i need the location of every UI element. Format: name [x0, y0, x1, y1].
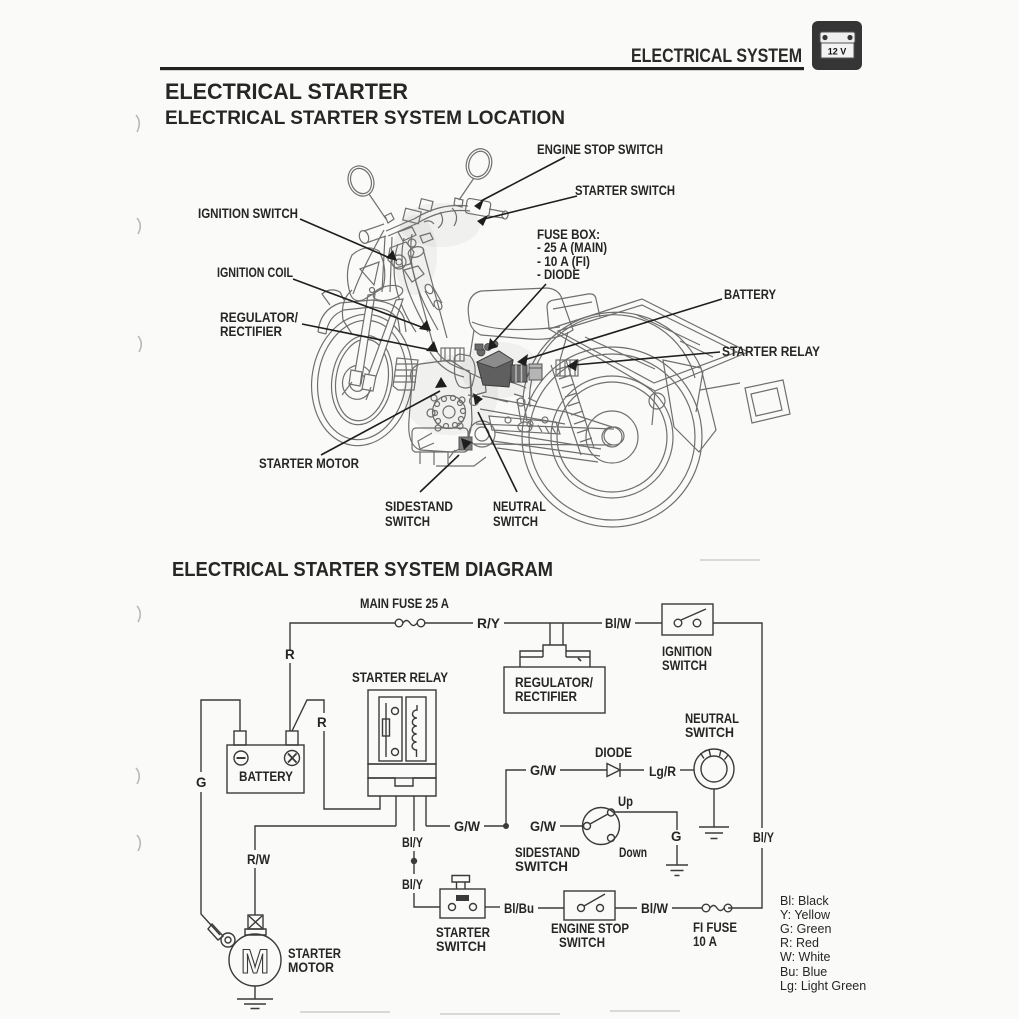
svg-text:SWITCH: SWITCH [662, 658, 707, 673]
svg-text:R: R [285, 647, 295, 662]
svg-text:BATTERY: BATTERY [239, 769, 293, 784]
svg-text:Bu: Blue: Bu: Blue [780, 965, 827, 979]
svg-text:SWITCH: SWITCH [685, 725, 734, 740]
svg-text:IGNITION SWITCH: IGNITION SWITCH [198, 206, 298, 221]
svg-text:- 10 A (FI): - 10 A (FI) [537, 254, 590, 269]
svg-text:Bl/W: Bl/W [605, 616, 631, 631]
svg-text:ELECTRICAL STARTER: ELECTRICAL STARTER [165, 79, 408, 104]
svg-text:RECTIFIER: RECTIFIER [515, 689, 577, 704]
svg-text:NEUTRAL: NEUTRAL [685, 711, 739, 726]
svg-text:SIDESTAND: SIDESTAND [515, 845, 580, 860]
svg-text:- 25 A (MAIN): - 25 A (MAIN) [537, 240, 607, 255]
svg-text:Bl/W: Bl/W [641, 901, 668, 916]
svg-text:STARTER: STARTER [436, 925, 490, 940]
svg-text:Bl/Bu: Bl/Bu [504, 901, 534, 916]
svg-text:G: G [671, 829, 681, 844]
svg-text:G/W: G/W [454, 819, 480, 834]
svg-text:RECTIFIER: RECTIFIER [220, 324, 282, 339]
svg-text:G/W: G/W [530, 819, 556, 834]
svg-text:FI FUSE: FI FUSE [693, 920, 737, 935]
svg-text:SWITCH: SWITCH [493, 514, 538, 529]
svg-text:NEUTRAL: NEUTRAL [493, 499, 546, 514]
svg-text:IGNITION COIL: IGNITION COIL [217, 265, 293, 280]
svg-text:ENGINE STOP SWITCH: ENGINE STOP SWITCH [537, 142, 663, 157]
svg-text:MOTOR: MOTOR [288, 960, 334, 975]
svg-text:Down: Down [619, 845, 647, 860]
svg-text:10 A: 10 A [693, 934, 717, 949]
svg-text:STARTER RELAY: STARTER RELAY [722, 344, 820, 359]
svg-text:BATTERY: BATTERY [724, 287, 776, 302]
svg-text:REGULATOR/: REGULATOR/ [515, 675, 593, 690]
svg-text:Y: Yellow: Y: Yellow [780, 908, 831, 922]
svg-text:Bl/Y: Bl/Y [402, 877, 423, 892]
svg-text:Bl/Y: Bl/Y [753, 830, 774, 845]
svg-text:FUSE BOX:: FUSE BOX: [537, 227, 600, 242]
svg-text:Bl: Black: Bl: Black [780, 894, 829, 908]
svg-text:SWITCH: SWITCH [559, 935, 605, 950]
svg-text:MAIN FUSE 25 A: MAIN FUSE 25 A [360, 596, 449, 611]
svg-text:STARTER SWITCH: STARTER SWITCH [575, 183, 675, 198]
svg-text:R: R [317, 715, 327, 730]
svg-text:SIDESTAND: SIDESTAND [385, 499, 453, 514]
svg-text:SWITCH: SWITCH [515, 859, 568, 874]
svg-text:R/Y: R/Y [477, 616, 500, 631]
svg-text:12 V: 12 V [828, 47, 847, 57]
svg-text:- DIODE: - DIODE [537, 267, 580, 282]
svg-text:W: White: W: White [780, 950, 831, 964]
svg-text:G: Green: G: Green [780, 922, 831, 936]
svg-text:Up: Up [618, 794, 633, 809]
svg-text:ELECTRICAL SYSTEM: ELECTRICAL SYSTEM [631, 46, 802, 67]
svg-text:ELECTRICAL STARTER SYSTEM DIAG: ELECTRICAL STARTER SYSTEM DIAGRAM [172, 558, 553, 581]
svg-text:DIODE: DIODE [595, 745, 632, 760]
svg-text:STARTER MOTOR: STARTER MOTOR [259, 456, 359, 471]
svg-text:Lg: Light Green: Lg: Light Green [780, 979, 866, 993]
svg-text:SWITCH: SWITCH [385, 514, 430, 529]
svg-text:R/W: R/W [247, 852, 270, 867]
svg-text:SWITCH: SWITCH [436, 939, 486, 954]
svg-text:G/W: G/W [530, 763, 556, 778]
svg-text:STARTER RELAY: STARTER RELAY [352, 670, 448, 685]
svg-text:ENGINE STOP: ENGINE STOP [551, 921, 629, 936]
svg-text:ELECTRICAL STARTER SYSTEM LOCA: ELECTRICAL STARTER SYSTEM LOCATION [165, 107, 565, 129]
svg-text:REGULATOR/: REGULATOR/ [220, 310, 298, 325]
svg-text:Lg/R: Lg/R [649, 764, 676, 779]
svg-text:M: M [241, 943, 269, 981]
svg-text:STARTER: STARTER [288, 946, 341, 961]
svg-text:IGNITION: IGNITION [662, 644, 712, 659]
svg-text:G: G [196, 775, 206, 790]
svg-text:Bl/Y: Bl/Y [402, 835, 423, 850]
svg-text:R: Red: R: Red [780, 936, 819, 950]
